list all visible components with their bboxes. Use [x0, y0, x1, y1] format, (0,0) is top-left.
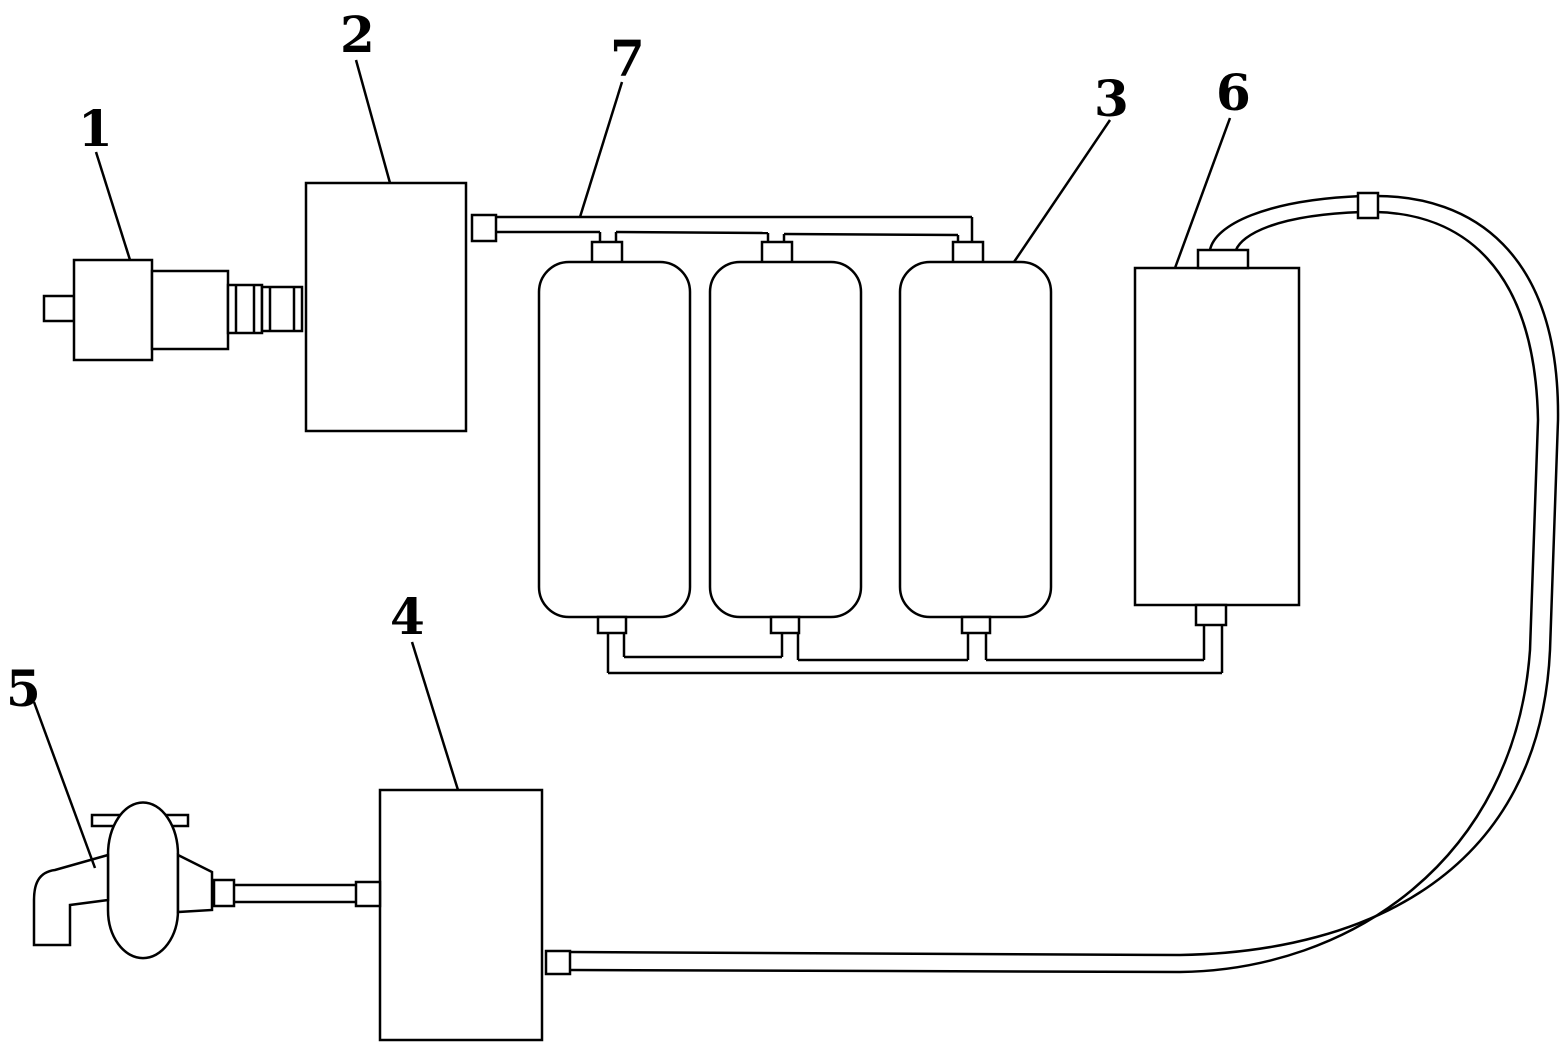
leader-lines: [32, 59, 1232, 869]
label-part-1: 1: [78, 99, 113, 158]
cylinder-right: [898, 240, 1053, 635]
outlet-fitting-2: [470, 213, 498, 243]
motor-unit: [42, 258, 304, 362]
bottom-fitting-6: [1194, 603, 1228, 627]
outlet-fitting-4: [544, 949, 572, 976]
header-pipe-7: [496, 215, 974, 242]
bottom-collector-pipe: [606, 625, 1224, 675]
label-part-2: 2: [340, 5, 375, 64]
box-6: [1133, 266, 1301, 607]
inlet-fitting-4: [354, 880, 382, 908]
box-2: [304, 181, 468, 433]
label-part-5: 5: [6, 659, 41, 718]
label-part-3: 3: [1094, 69, 1129, 128]
label-part-7: 7: [610, 29, 645, 88]
return-hose: [569, 191, 1560, 974]
top-fitting-6: [1196, 248, 1250, 270]
faucet-5: [32, 801, 214, 960]
box-4: [378, 788, 544, 1042]
label-part-6: 6: [1216, 63, 1251, 122]
label-part-4: 4: [390, 587, 425, 646]
cylinder-left: [537, 240, 692, 635]
faucet-pipe: [212, 878, 356, 908]
cylinder-middle: [708, 240, 863, 635]
